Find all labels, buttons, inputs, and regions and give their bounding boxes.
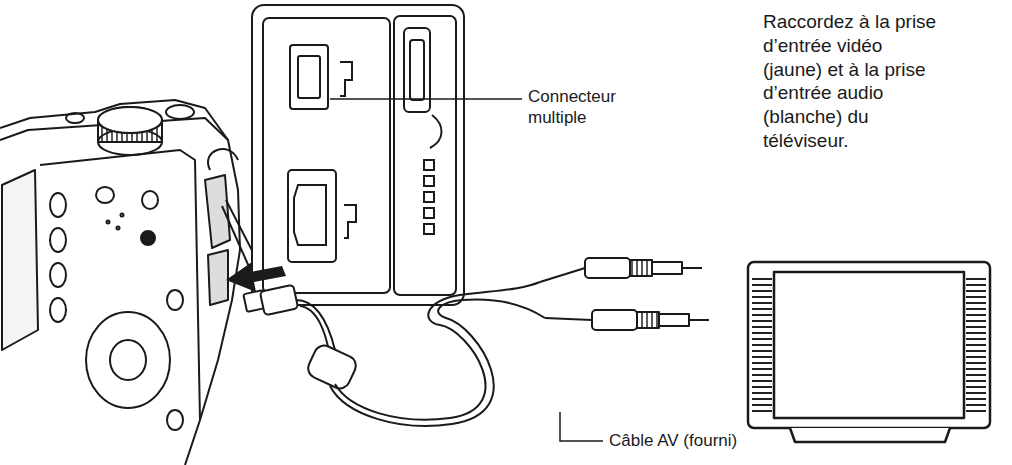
television-part (966, 275, 986, 415)
television-part (790, 428, 950, 442)
av-cable-part (330, 299, 545, 426)
camera-part (96, 187, 114, 203)
inset-callout-part (424, 208, 434, 218)
connector-label: Connecteur multiple (528, 86, 638, 129)
camera-part (50, 263, 66, 287)
leader-line (330, 98, 522, 100)
camera-part (167, 290, 183, 310)
camera-part (110, 340, 146, 380)
camera (0, 100, 240, 465)
inset-callout-part (252, 5, 464, 305)
av-cable-part (652, 262, 682, 274)
camera-part (208, 250, 228, 305)
camera-part (86, 312, 170, 408)
av-cable-part (689, 319, 709, 321)
inset-callout-part (263, 18, 390, 293)
av-cable-part (585, 258, 630, 278)
television-part (774, 272, 964, 418)
camera-part (2, 170, 38, 350)
camera-part (98, 107, 162, 133)
av-cable-part (545, 318, 592, 320)
camera-part (40, 150, 200, 420)
inset-callout-part (410, 40, 424, 100)
camera-part (0, 100, 240, 465)
camera-part (166, 105, 194, 119)
av-cable-part (260, 285, 298, 316)
camera-part (50, 193, 66, 217)
av-cable-part (637, 312, 659, 328)
camera-part (141, 231, 155, 245)
inset-callout-part (424, 192, 434, 202)
av-cable-part (592, 310, 637, 330)
inset-callout-part (298, 56, 320, 98)
av-cable-part (659, 314, 689, 326)
camera-part (121, 214, 124, 217)
inset-callout-part (424, 176, 434, 186)
camera-part (142, 191, 158, 209)
inset-callout-part (424, 160, 434, 170)
instruction-note: Raccordez à la prise d’entrée vidéo (jau… (763, 10, 943, 153)
inset-callout-part (430, 115, 442, 148)
camera-part (208, 149, 238, 170)
inset-callout-part (344, 205, 356, 238)
television-part (752, 275, 772, 415)
camera-part (98, 107, 162, 133)
inset-callout-part (340, 62, 352, 96)
av-cable (243, 258, 709, 426)
camera-part (50, 298, 66, 322)
inset-callout-part (294, 185, 326, 245)
camera-part (205, 175, 230, 248)
camera-part (107, 221, 110, 224)
camera-part (50, 228, 66, 252)
inset-callout-part (290, 45, 328, 109)
inset-callout-part (288, 170, 336, 262)
television-part (748, 262, 990, 428)
av-cable-part (305, 342, 359, 391)
television (748, 262, 990, 442)
inset-callout-part (424, 224, 434, 234)
cable-label: Câble AV (fourni) (609, 430, 809, 451)
camera-part (66, 113, 84, 123)
inset-callout-part (394, 16, 456, 295)
av-cable-part (682, 267, 702, 269)
av-cable-part (296, 300, 335, 350)
av-cable-part (540, 268, 585, 282)
camera-part (167, 410, 183, 430)
av-cable-part (630, 260, 652, 276)
camera-part (117, 227, 120, 230)
inset-callout (222, 5, 464, 305)
leader-line (560, 412, 603, 441)
